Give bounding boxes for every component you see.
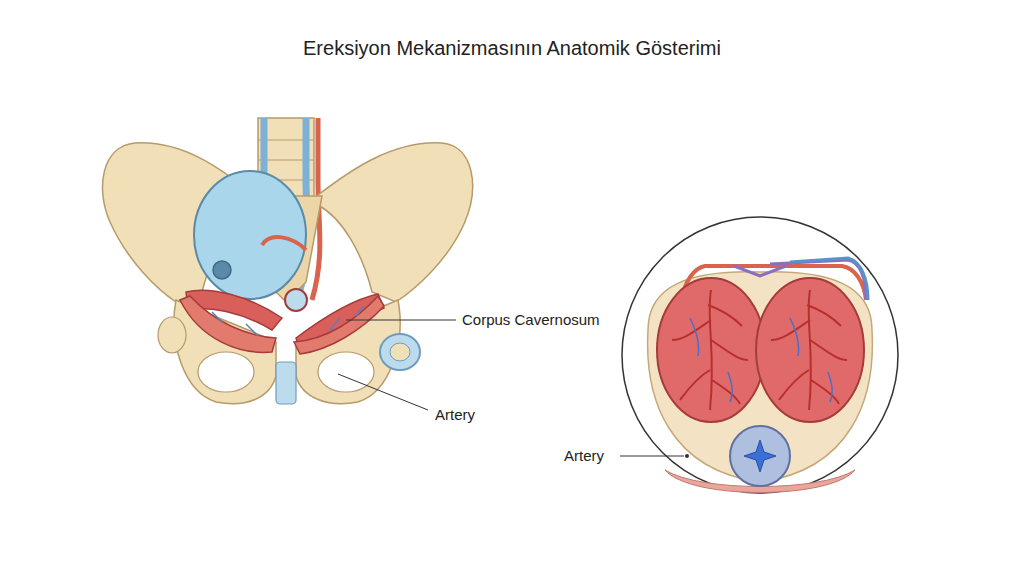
- leader-line: [620, 456, 684, 457]
- obturator-foramen: [198, 352, 254, 392]
- part-label: Artery: [564, 447, 604, 465]
- leader-line: [346, 320, 456, 321]
- corpus-cavernosum: [180, 296, 276, 352]
- tunica-layer: [648, 272, 873, 482]
- leader-dot: [685, 454, 689, 458]
- part-label: Corpus Cavernosum: [462, 311, 600, 329]
- bladder: [194, 171, 306, 299]
- obturator-foramen: [318, 352, 374, 392]
- helicine-arteries: [672, 290, 748, 410]
- helicine-arteries: [771, 290, 847, 410]
- vessel-section: [285, 289, 307, 311]
- sinusoid-veins: [690, 318, 832, 402]
- pubic-symphysis: [276, 362, 296, 404]
- hip-joint: [158, 317, 186, 353]
- small-vessels: [212, 306, 364, 336]
- cross-section-frame: [622, 217, 898, 493]
- urethra-body: [730, 426, 790, 486]
- part-label: Artery: [435, 406, 475, 424]
- femur-head: [390, 343, 410, 361]
- ilium-bone: [318, 143, 473, 302]
- ureter-opening: [213, 261, 231, 279]
- corpus-cavernosum: [756, 278, 864, 422]
- leader-line: [338, 374, 428, 410]
- hip-joint: [380, 334, 420, 370]
- urethra-lumen: [744, 440, 776, 472]
- diagram-title: Ereksiyon Mekanizmasının Anatomik Göster…: [0, 37, 1024, 60]
- corpus-cavernosum: [294, 296, 384, 354]
- corpus-cavernosum: [657, 278, 765, 422]
- artery-vessel: [262, 237, 306, 250]
